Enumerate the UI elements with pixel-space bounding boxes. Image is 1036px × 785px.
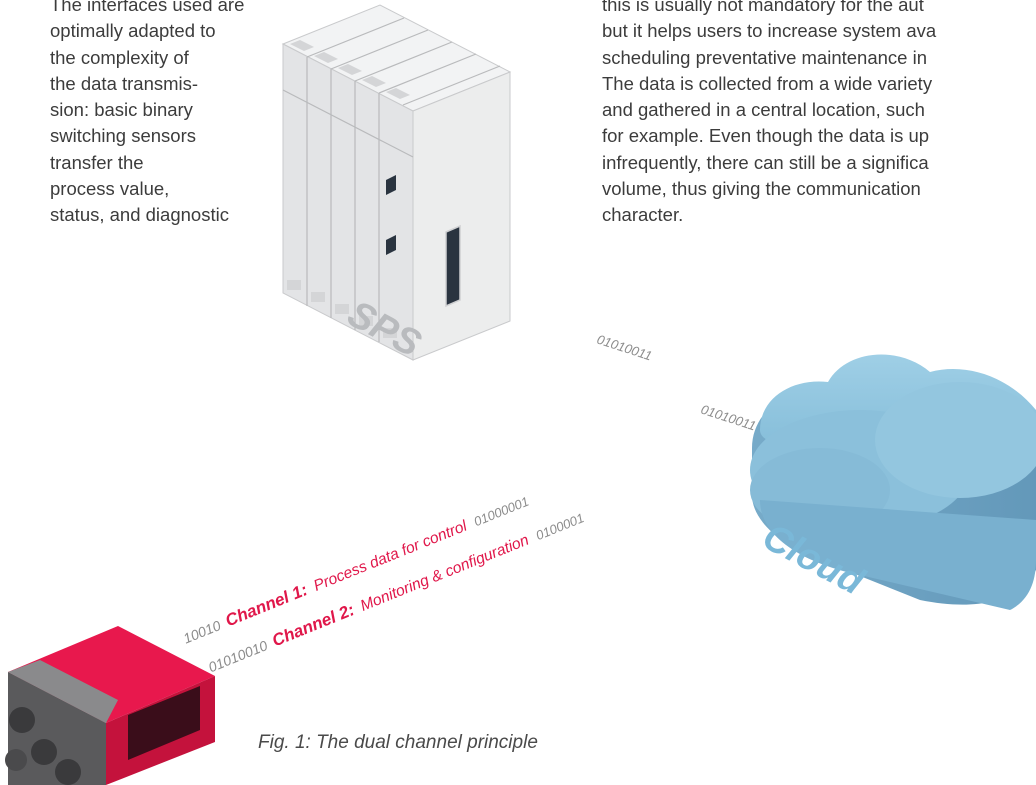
left-line: optimally adapted to [50,20,216,42]
channel-2-line: 01010010 Channel 2: Monitoring & configu… [205,507,586,676]
cloud-bits-text: 01010011 [699,402,758,434]
right-line: infrequently, there can still be a signi… [602,151,929,173]
svg-text:10010 Channel 1: P: 10010 Channel 1: Process data for contro… [180,491,531,648]
right-line: The data is collected from a wide variet… [602,72,933,94]
left-line: The interfaces used are [50,0,245,15]
left-line: sion: basic binary [50,99,193,121]
right-paragraph: this is usually not mandatory for the au… [602,0,1036,229]
channel-1-text: Process data for control [311,517,470,594]
channel-2-prefix-bits: 01010010 [206,637,270,675]
right-line: scheduling preventative maintenance in [602,46,927,68]
right-line: volume, thus giving the communication [602,178,921,200]
left-line: the complexity of [50,46,189,68]
right-line: but it helps users to increase system av… [602,20,937,42]
right-line: character. [602,204,684,226]
channel-2-suffix-bits: 0100001 [534,510,587,543]
channel-1-line: 10010 Channel 1: Process data for contro… [180,491,531,648]
channel-1-suffix-bits: 01000001 [472,494,531,530]
channel-1-prefix-bits: 10010 [181,617,223,646]
svg-text:01010010 Channel 2:: 01010010 Channel 2: Monitoring & configu… [205,507,586,676]
figure-caption: Fig. 1: The dual channel principle [258,732,538,753]
left-line: transfer the [50,151,144,173]
cloud-icon [750,354,1036,610]
left-line: the data transmis- [50,72,199,94]
left-line: status, and diagnostic [50,204,229,226]
sps-bits-text: 01010011 [595,332,654,364]
left-line: process value, [50,178,170,200]
right-line: and gathered in a central location, such [602,99,925,121]
right-line: this is usually not mandatory for the au… [602,0,924,15]
left-paragraph: The interfaces used are optimally adapte… [50,0,290,229]
sensor-device [5,626,215,785]
left-line: switching sensors [50,125,197,147]
sps-plc-rack [281,4,512,361]
channel-2-text: Monitoring & configuration [358,532,531,615]
right-line: for example. Even though the data is up [602,125,930,147]
